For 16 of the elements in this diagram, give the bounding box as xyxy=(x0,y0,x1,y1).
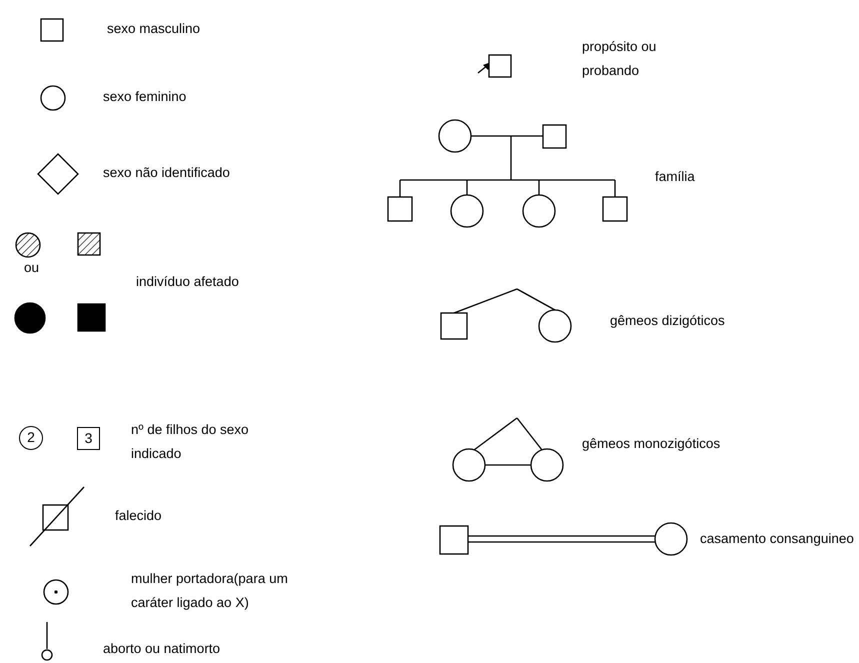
legend-label: indivíduo afetado xyxy=(136,273,239,291)
legend-label: nº de filhos do sexo indicado xyxy=(131,421,250,463)
legend-label: sexo masculino xyxy=(107,20,200,38)
legend-label: família xyxy=(655,168,695,186)
conjunction-label: ou xyxy=(24,259,40,277)
legend-label: sexo feminino xyxy=(103,88,186,106)
legend-label: aborto ou natimorto xyxy=(103,640,220,658)
legend-label: casamento consanguineo xyxy=(700,530,854,548)
count-circle: 2 xyxy=(19,426,43,450)
legend-label: propósito ou probando xyxy=(582,38,658,80)
count-square: 3 xyxy=(77,427,100,450)
legend-label: gêmeos dizigóticos xyxy=(610,312,725,330)
legend-label: sexo não identificado xyxy=(103,164,230,182)
legend-label: mulher portadora(para um caráter ligado ao X) xyxy=(131,570,289,612)
legend-label: falecido xyxy=(115,507,162,525)
legend-label: gêmeos monozigóticos xyxy=(582,435,720,453)
